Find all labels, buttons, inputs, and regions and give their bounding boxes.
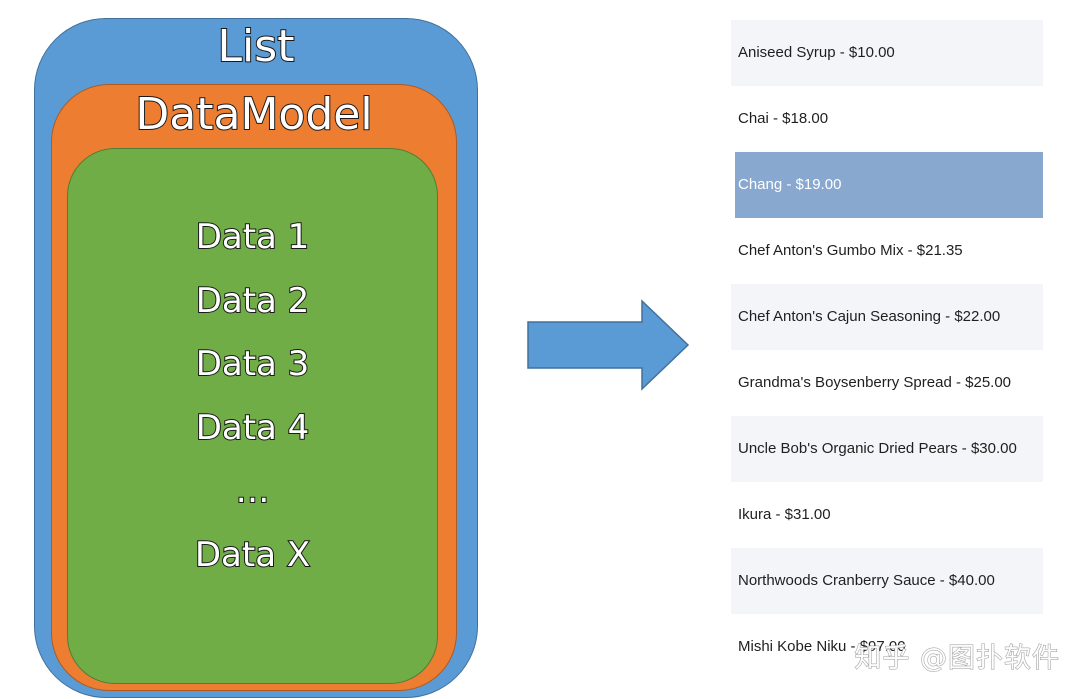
data-item-ellipsis: … — [67, 464, 438, 528]
list-item[interactable]: Grandma's Boysenberry Spread - $25.00 — [731, 350, 1043, 416]
datamodel-label: DataModel — [134, 88, 373, 141]
list-item[interactable]: Uncle Bob's Organic Dried Pears - $30.00 — [731, 416, 1043, 482]
ellipsis-label: … — [235, 470, 271, 512]
data-item: Data X — [67, 528, 438, 592]
data-item: Data 1 — [67, 210, 438, 274]
data-item-label: Data 1 — [195, 216, 311, 258]
data-box — [67, 148, 438, 684]
list-item-selected[interactable]: Chang - $19.00 — [735, 152, 1043, 218]
list-item[interactable]: Aniseed Syrup - $10.00 — [731, 20, 1043, 86]
arrow-shape — [527, 299, 690, 391]
data-item: Data 4 — [67, 401, 438, 465]
list-item[interactable]: Mishi Kobe Niku - $97.00 — [731, 614, 1043, 680]
list-item[interactable]: Ikura - $31.00 — [731, 482, 1043, 548]
data-items-list: Data 1 Data 2 Data 3 Data 4 … Data X — [67, 210, 438, 591]
list-item[interactable]: Chef Anton's Gumbo Mix - $21.35 — [731, 218, 1043, 284]
list-item[interactable]: Chai - $18.00 — [731, 86, 1043, 152]
list-label: List — [217, 20, 296, 73]
watermark: 知乎 @图扑软件 — [854, 643, 1060, 675]
list-item[interactable]: Northwoods Cranberry Sauce - $40.00 — [731, 548, 1043, 614]
product-list[interactable]: Aniseed Syrup - $10.00 Chai - $18.00 Cha… — [731, 20, 1043, 684]
data-item-label: Data X — [194, 534, 311, 576]
data-item-label: Data 3 — [195, 343, 311, 385]
data-item-label: Data 4 — [195, 407, 311, 449]
data-item: Data 2 — [67, 274, 438, 338]
right-arrow-icon — [527, 299, 690, 391]
data-item-label: Data 2 — [195, 280, 311, 322]
data-item: Data 3 — [67, 337, 438, 401]
list-item[interactable]: Chef Anton's Cajun Seasoning - $22.00 — [731, 284, 1043, 350]
